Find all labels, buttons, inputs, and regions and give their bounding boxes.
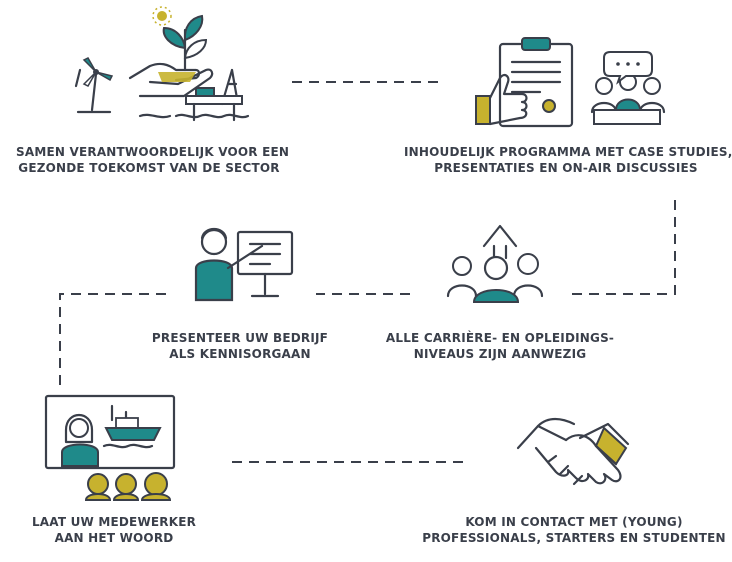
connector-2-3 [572,200,676,295]
step-2-caption: INHOUDELIJK PROGRAMMA MET CASE STUDIES, … [404,145,732,175]
presenter-board-icon [194,227,294,302]
career-levels-icon [446,224,544,303]
step-1-caption: SAMEN VERANTWOORDELIJK VOOR EEN GEZONDE … [16,145,290,175]
handshake-icon [516,417,630,486]
program-discussion-icon [475,37,666,128]
step-3-caption: ALLE CARRIÈRE- EN OPLEIDINGS- NIVEAUS ZI… [385,331,615,361]
step-4-caption: PRESENTEER UW BEDRIJF ALS KENNISORGAAN [151,331,329,361]
step-6-caption: KOM IN CONTACT MET (YOUNG) PROFESSIONALS… [422,515,726,545]
plant-hand-energy-icon [74,6,250,122]
step-5-caption: LAAT UW MEDEWERKER AAN HET WOORD [31,515,197,545]
employee-speaker-icon [44,394,176,501]
connector-4-5 [59,293,166,392]
